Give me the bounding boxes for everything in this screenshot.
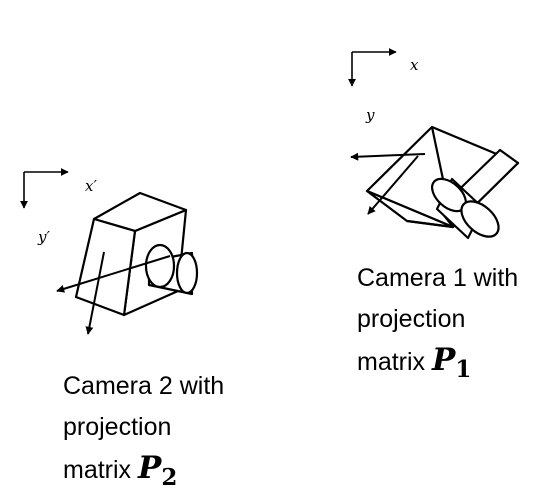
camera1-caption-prefix: matrix — [357, 348, 432, 376]
camera1-image-axes — [348, 48, 397, 87]
camera1-caption-line3: matrix P1 — [357, 340, 518, 383]
camera2-lens-back — [144, 243, 176, 289]
camera2-y-axis-label: y′ — [37, 228, 50, 246]
camera1-body-edge-2 — [406, 219, 454, 229]
camera1-matrix-subscript: 1 — [455, 356, 472, 383]
camera2-x-axis-label: x′ — [85, 177, 97, 195]
camera1-caption-line1: Camera 1 with — [357, 264, 519, 292]
camera1 — [365, 125, 520, 240]
camera1-local-y-arrow — [367, 155, 419, 215]
camera1-x-axis-label: x — [410, 56, 419, 74]
camera1-y-axis-label: y — [365, 106, 375, 124]
camera1-caption: Camera 1 with projection matrix P1 — [357, 258, 518, 383]
camera2-caption: Camera 2 with projection matrix P2 — [63, 366, 224, 491]
camera1-local-axes — [350, 152, 426, 215]
camera2-matrix-subscript: 2 — [161, 464, 178, 491]
camera2 — [74, 191, 199, 317]
camera2-caption-line1: Camera 2 with — [63, 372, 225, 400]
camera1-caption-line2: projection — [357, 305, 466, 333]
camera2-local-axes — [56, 251, 171, 335]
camera2-lens-front — [175, 251, 199, 295]
camera2-caption-line2: projection — [63, 413, 172, 441]
camera1-lens-front — [460, 200, 500, 238]
camera2-body-front — [74, 217, 137, 317]
camera2-local-y-arrow — [85, 251, 105, 335]
camera2-caption-prefix: matrix — [63, 456, 138, 484]
camera2-local-x-arrow — [56, 255, 171, 293]
camera2-caption-line3: matrix P2 — [63, 448, 224, 491]
camera2-matrix-symbol: P — [138, 450, 162, 486]
camera2-image-axes — [20, 168, 69, 209]
camera1-matrix-symbol: P — [432, 342, 456, 378]
camera1-local-x-arrow — [350, 152, 426, 161]
